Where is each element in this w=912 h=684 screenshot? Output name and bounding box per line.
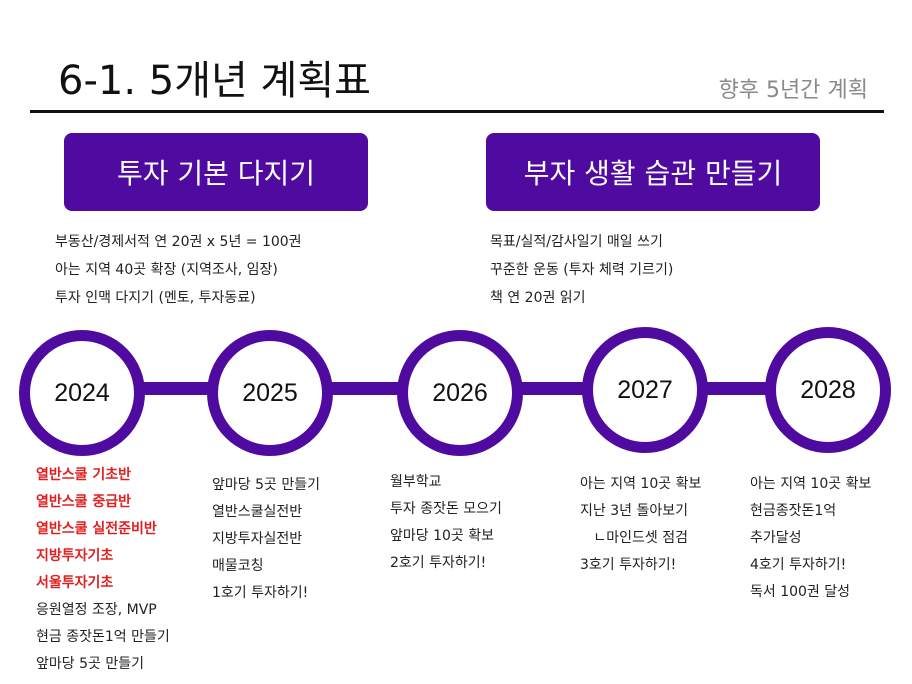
- year-circle-2025: 2025: [207, 330, 333, 456]
- plan-item: 지방투자기초: [36, 548, 114, 564]
- plan-item: 아는 지역 10곳 확보: [750, 476, 872, 492]
- plan-item: 3호기 투자하기!: [580, 557, 677, 573]
- plan-item: 지난 3년 돌아보기: [580, 503, 688, 519]
- plan-item: 투자 종잣돈 모으기: [390, 501, 502, 517]
- plan-item: ㄴ마인드셋 점검: [580, 530, 688, 546]
- plan-item: 열반스쿨실전반: [212, 504, 303, 520]
- year-circle-2027: 2027: [582, 327, 708, 453]
- goal-item: 투자 인맥 다지기 (멘토, 투자동료): [55, 290, 256, 306]
- page-title: 6-1. 5개년 계획표: [58, 58, 371, 104]
- plan-item: 앞마당 10곳 확보: [390, 528, 494, 544]
- plan-item: 앞마당 5곳 만들기: [212, 477, 320, 493]
- goal-item: 꾸준한 운동 (투자 체력 기르기): [490, 262, 674, 278]
- year-circle-2024: 2024: [19, 330, 145, 456]
- title-divider: [30, 110, 884, 113]
- plan-item: 매물코칭: [212, 558, 264, 574]
- plan-item: 지방투자실전반: [212, 531, 303, 547]
- plan-item: 현금 종잣돈1억 만들기: [36, 629, 170, 645]
- plan-item: 열반스쿨 중급반: [36, 494, 132, 510]
- plan-item: 아는 지역 10곳 확보: [580, 476, 702, 492]
- goal-item: 목표/실적/감사일기 매일 쓰기: [490, 234, 663, 250]
- page-subtitle: 향후 5년간 계획: [718, 78, 868, 103]
- plan-item: 서울투자기초: [36, 575, 114, 591]
- plan-item: 독서 100권 달성: [750, 584, 851, 600]
- goal-box-investment-basics: 투자 기본 다지기: [64, 133, 368, 211]
- year-circle-2028: 2028: [765, 327, 891, 453]
- plan-item: 열반스쿨 실전준비반: [36, 521, 157, 537]
- goal-item: 부동산/경제서적 연 20권 x 5년 = 100권: [55, 234, 302, 250]
- plan-item: 4호기 투자하기!: [750, 557, 847, 573]
- plan-item: 월부학교: [390, 474, 442, 490]
- plan-item: 추가달성: [750, 530, 802, 546]
- plan-item: 응원열정 조장, MVP: [36, 602, 157, 618]
- goal-item: 책 연 20권 읽기: [490, 290, 586, 306]
- goal-list-investment-basics: 부동산/경제서적 연 20권 x 5년 = 100권 아는 지역 40곳 확장 …: [55, 228, 302, 312]
- goal-list-wealth-habits: 목표/실적/감사일기 매일 쓰기 꾸준한 운동 (투자 체력 기르기) 책 연 …: [490, 228, 673, 312]
- plan-item: 2호기 투자하기!: [390, 555, 487, 571]
- plan-item: 앞마당 5곳 만들기: [36, 656, 144, 672]
- plan-item: 현금종잣돈1억: [750, 503, 837, 519]
- goal-item: 아는 지역 40곳 확장 (지역조사, 임장): [55, 262, 278, 278]
- plan-item: 1호기 투자하기!: [212, 585, 309, 601]
- goal-box-wealth-habits: 부자 생활 습관 만들기: [486, 133, 820, 211]
- year-circle-2026: 2026: [397, 330, 523, 456]
- plan-item: 열반스쿨 기초반: [36, 467, 132, 483]
